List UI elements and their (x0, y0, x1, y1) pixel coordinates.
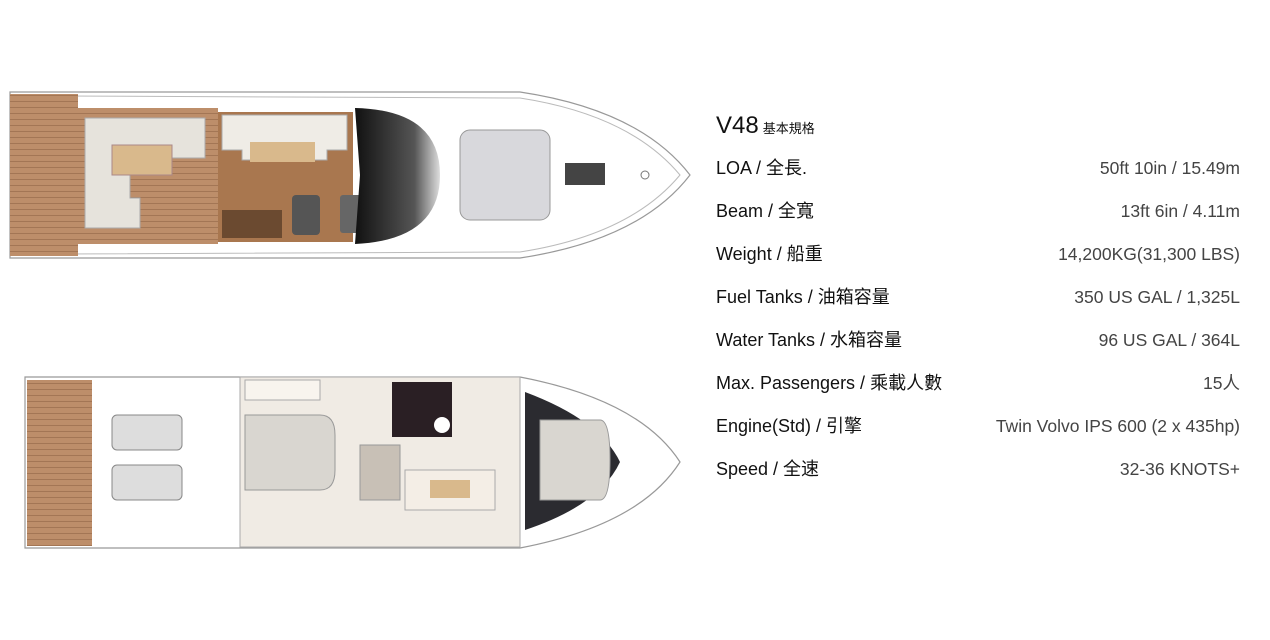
spec-label: Max. Passengers / 乘載人數 (716, 373, 943, 393)
spec-label: LOA / 全長. (716, 158, 808, 178)
spec-value: 350 US GAL / 1,325L (1074, 287, 1240, 307)
spec-value: 32-36 KNOTS+ (1119, 459, 1240, 479)
sunpad (459, 129, 551, 221)
aft-cabin-bed (244, 414, 336, 491)
spec-subtitle: 基本規格 (762, 121, 815, 136)
spec-label: Speed / 全速 (716, 459, 820, 479)
engines (111, 414, 183, 501)
spec-value: 96 US GAL / 364L (1098, 330, 1240, 350)
spec-value: 50ft 10in / 15.49m (1099, 158, 1240, 178)
spec-value: 14,200KG(31,300 LBS) (1058, 244, 1240, 264)
spec-label: Weight / 船重 (716, 244, 823, 264)
model-name: V48 (716, 112, 759, 139)
spec-row: Beam / 全寬 13ft 6in / 4.11m (716, 197, 1240, 240)
windscreen (355, 108, 440, 244)
spec-label: Water Tanks / 水箱容量 (716, 330, 903, 350)
spec-value: Twin Volvo IPS 600 (2 x 435hp) (995, 416, 1240, 436)
spec-value: 15人 (1203, 373, 1240, 393)
swim-platform-lower (27, 380, 92, 546)
spec-label: Fuel Tanks / 油箱容量 (716, 287, 890, 307)
spec-value: 13ft 6in / 4.11m (1120, 201, 1240, 221)
spec-row: Water Tanks / 水箱容量 96 US GAL / 364L (716, 326, 1240, 369)
swim-platform (10, 94, 78, 256)
lower-deck-plan (24, 376, 681, 549)
yacht-deck-plans (9, 91, 691, 549)
spec-row: Max. Passengers / 乘載人數 15人 (716, 369, 1240, 412)
spec-row: Weight / 船重 14,200KG(31,300 LBS) (716, 240, 1240, 283)
spec-label: Engine(Std) / 引擎 (716, 416, 863, 436)
spec-row: Speed / 全速 32-36 KNOTS+ (716, 455, 1240, 498)
forward-bed (539, 419, 611, 501)
spec-row: Engine(Std) / 引擎 Twin Volvo IPS 600 (2 x … (716, 412, 1240, 455)
spec-label: Beam / 全寬 (716, 201, 815, 221)
spec-row: LOA / 全長. 50ft 10in / 15.49m (716, 154, 1240, 197)
spec-row: Fuel Tanks / 油箱容量 350 US GAL / 1,325L (716, 283, 1240, 326)
main-deck-plan (9, 91, 691, 259)
